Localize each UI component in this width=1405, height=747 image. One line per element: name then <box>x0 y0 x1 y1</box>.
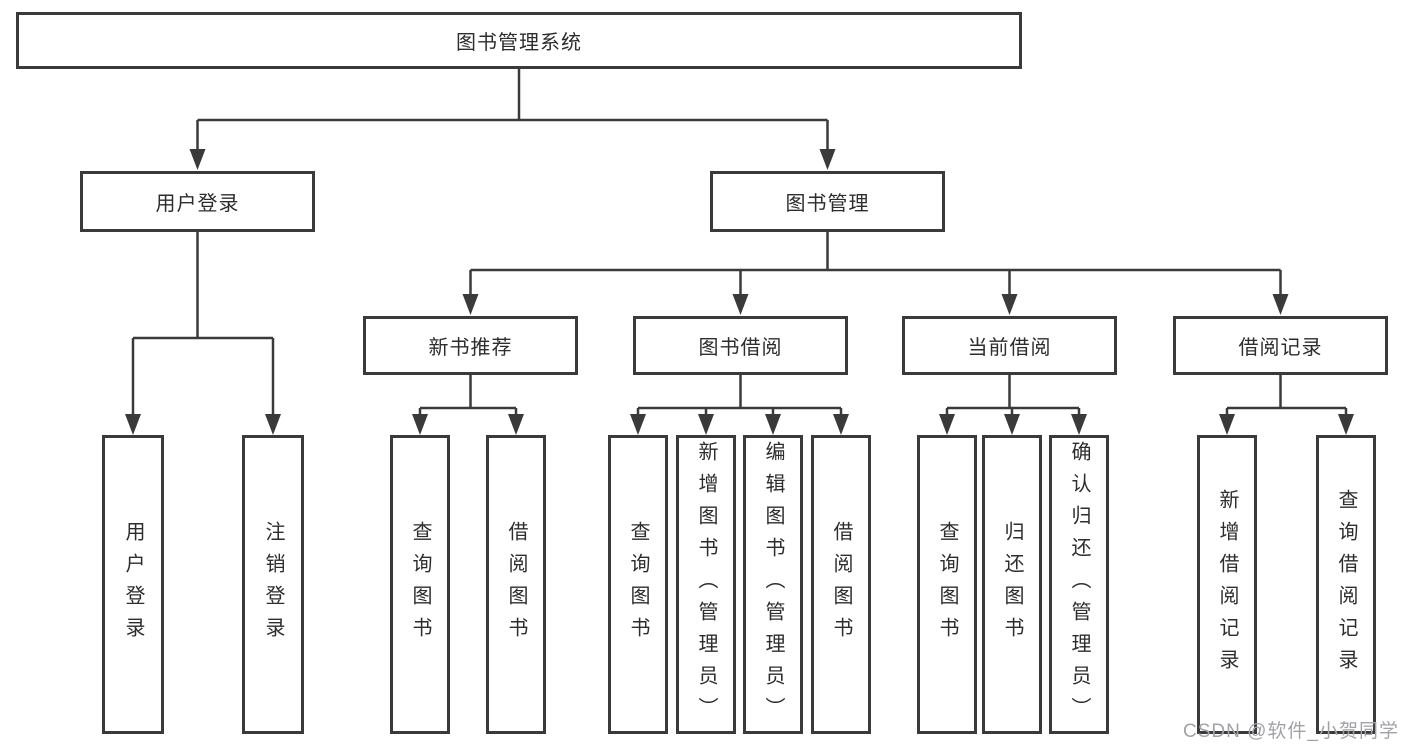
leaf-label: 查询图书 <box>936 520 958 649</box>
leaf-label: 借阅图书 <box>505 520 527 649</box>
node-leaf-confirm-return-admin: 确认归还（管理员） <box>1049 435 1109 734</box>
node-leaf-query-books-current: 查询图书 <box>917 435 977 734</box>
node-leaf-edit-books-admin: 编辑图书（管理员） <box>743 435 803 734</box>
arrowheads <box>125 149 1354 435</box>
leaf-label: 用户登录 <box>122 520 144 649</box>
node-borrow-records: 借阅记录 <box>1173 316 1388 375</box>
node-leaf-borrow-books-recommend: 借阅图书 <box>486 435 546 734</box>
node-root-system: 图书管理系统 <box>16 12 1022 69</box>
leaf-label: 归还图书 <box>1001 520 1023 649</box>
leaf-label: 查询图书 <box>627 520 649 649</box>
watermark: CSDN @软件_小贺同学 <box>1183 721 1399 742</box>
leaf-label: 借阅图书 <box>830 520 852 649</box>
node-leaf-return-books: 归还图书 <box>982 435 1042 734</box>
leaf-label: 新增图书（管理员） <box>695 440 717 729</box>
leaf-label: 查询图书 <box>409 520 431 649</box>
node-leaf-borrow-books: 借阅图书 <box>811 435 871 734</box>
node-leaf-add-books-admin: 新增图书（管理员） <box>676 435 736 734</box>
leaf-label: 查询借阅记录 <box>1335 488 1357 681</box>
node-leaf-query-books-borrow: 查询图书 <box>608 435 668 734</box>
node-leaf-add-borrow-record: 新增借阅记录 <box>1197 435 1257 734</box>
leaf-label: 确认归还（管理员） <box>1068 440 1090 729</box>
node-leaf-query-books-recommend: 查询图书 <box>390 435 450 734</box>
node-current-borrow: 当前借阅 <box>902 316 1117 375</box>
node-leaf-user-login: 用户登录 <box>102 435 164 734</box>
node-book-management: 图书管理 <box>710 171 945 232</box>
leaf-label: 注销登录 <box>262 520 284 649</box>
leaf-label: 编辑图书（管理员） <box>762 440 784 729</box>
node-user-login: 用户登录 <box>80 171 315 232</box>
node-leaf-query-borrow-record: 查询借阅记录 <box>1316 435 1376 734</box>
node-new-book-recommend: 新书推荐 <box>363 316 578 375</box>
leaf-label: 新增借阅记录 <box>1216 488 1238 681</box>
node-leaf-logout-login: 注销登录 <box>242 435 304 734</box>
node-book-borrow: 图书借阅 <box>633 316 848 375</box>
